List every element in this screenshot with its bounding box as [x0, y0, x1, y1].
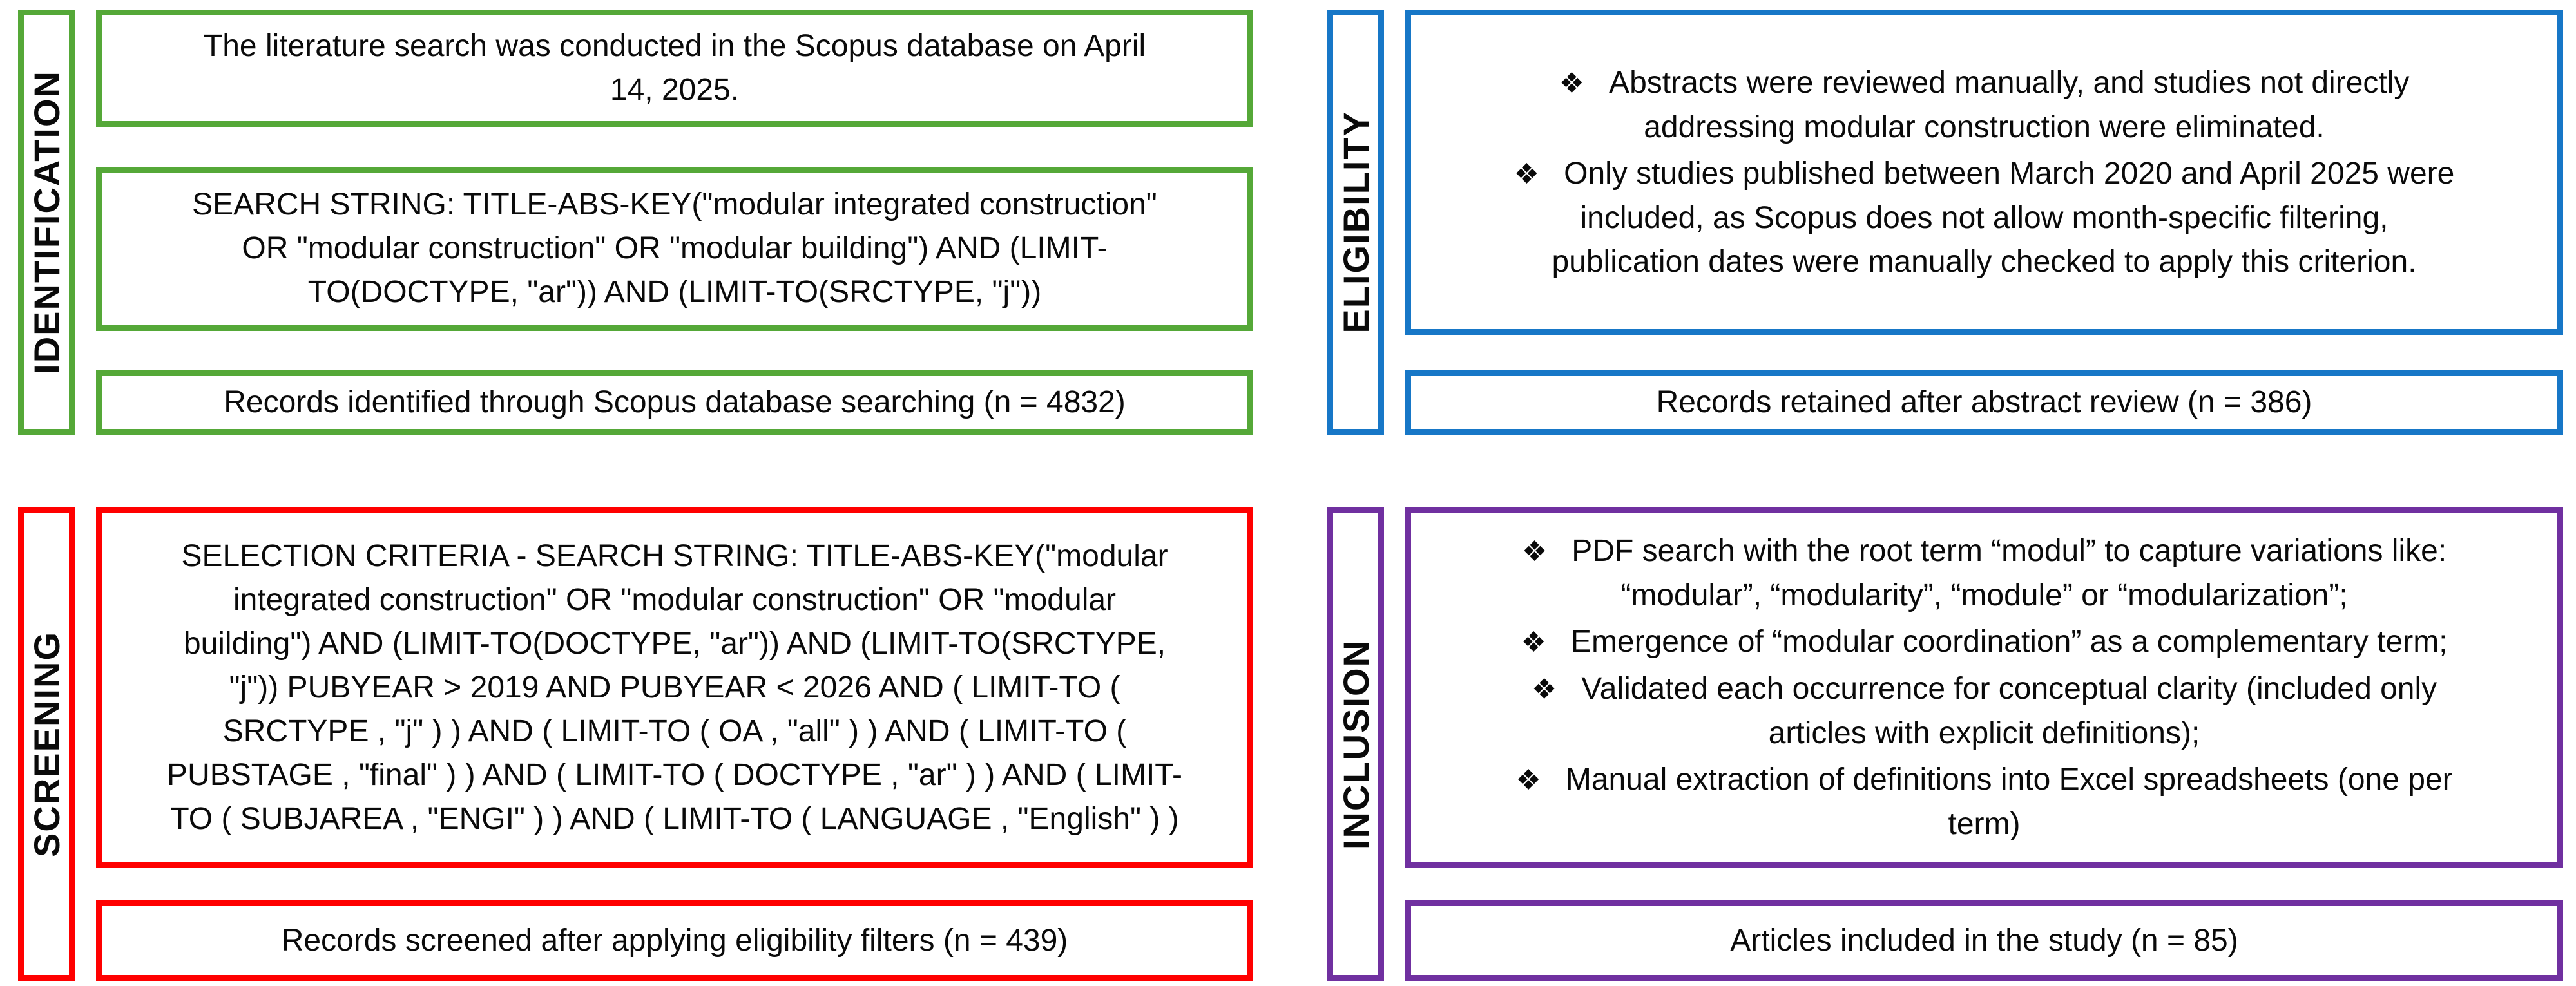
identification-section: IDENTIFICATION The literature search was…	[18, 10, 1253, 435]
inclusion-criterion-1: PDF search with the root term “modul” to…	[1572, 534, 2447, 612]
screening-label: SCREENING	[26, 631, 67, 857]
inclusion-content: ❖ PDF search with the root term “modul” t…	[1405, 507, 2563, 981]
screening-section: SCREENING SELECTION CRITERIA - SEARCH ST…	[18, 507, 1253, 981]
records-identified-text: Records identified through Scopus databa…	[224, 385, 1126, 419]
eligibility-criteria-list: ❖ Abstracts were reviewed manually, and s…	[1423, 59, 2546, 287]
inclusion-criterion-4: Manual extraction of definitions into Ex…	[1565, 763, 2453, 841]
screening-content: SELECTION CRITERIA - SEARCH STRING: TITL…	[96, 507, 1253, 981]
records-screened-text: Records screened after applying eligibil…	[281, 923, 1068, 958]
eligibility-label-box: ELIGIBILITY	[1327, 10, 1384, 435]
selection-criteria-text: SELECTION CRITERIA - SEARCH STRING: TITL…	[167, 539, 1182, 836]
list-item: ❖ Validated each occurrence for conceptua…	[1423, 667, 2546, 755]
eligibility-criterion-1: Abstracts were reviewed manually, and st…	[1609, 65, 2410, 144]
identification-search-string-text: SEARCH STRING: TITLE-ABS-KEY("modular in…	[192, 187, 1157, 309]
identification-label-box: IDENTIFICATION	[18, 10, 75, 435]
articles-included-box: Articles included in the study (n = 85)	[1405, 900, 2563, 981]
list-item: ❖ Emergence of “modular coordination” as …	[1423, 620, 2546, 665]
eligibility-content: ❖ Abstracts were reviewed manually, and s…	[1405, 10, 2563, 435]
screening-label-box: SCREENING	[18, 507, 75, 981]
list-item: ❖ Manual extraction of definitions into E…	[1423, 758, 2546, 846]
inclusion-criterion-2: Emergence of “modular coordination” as a…	[1570, 625, 2448, 659]
diamond-bullet-icon: ❖	[1559, 67, 1585, 99]
identification-search-string-box: SEARCH STRING: TITLE-ABS-KEY("modular in…	[96, 166, 1253, 331]
eligibility-criteria-box: ❖ Abstracts were reviewed manually, and s…	[1405, 10, 2563, 335]
list-item: ❖ Abstracts were reviewed manually, and s…	[1423, 61, 2546, 149]
diamond-bullet-icon: ❖	[1514, 158, 1540, 190]
inclusion-criterion-3: Validated each occurrence for conceptual…	[1581, 672, 2437, 750]
inclusion-section: INCLUSION ❖ PDF search with the root term…	[1327, 507, 2563, 981]
diamond-bullet-icon: ❖	[1531, 674, 1557, 705]
selection-criteria-box: SELECTION CRITERIA - SEARCH STRING: TITL…	[96, 507, 1253, 868]
records-retained-text: Records retained after abstract review (…	[1656, 385, 2312, 419]
records-screened-box: Records screened after applying eligibil…	[96, 900, 1253, 981]
identification-content: The literature search was conducted in t…	[96, 10, 1253, 435]
inclusion-label-box: INCLUSION	[1327, 507, 1384, 981]
diamond-bullet-icon: ❖	[1521, 627, 1546, 658]
inclusion-label: INCLUSION	[1335, 639, 1376, 849]
inclusion-criteria-box: ❖ PDF search with the root term “modul” t…	[1405, 507, 2563, 868]
literature-search-box: The literature search was conducted in t…	[96, 10, 1253, 127]
list-item: ❖ Only studies published between March 20…	[1423, 152, 2546, 284]
articles-included-text: Articles included in the study (n = 85)	[1730, 923, 2238, 958]
eligibility-section: ELIGIBILITY ❖ Abstracts were reviewed man…	[1327, 10, 2563, 435]
inclusion-criteria-list: ❖ PDF search with the root term “modul” t…	[1423, 527, 2546, 849]
eligibility-label: ELIGIBILITY	[1335, 111, 1376, 334]
diamond-bullet-icon: ❖	[1521, 536, 1548, 567]
diamond-bullet-icon: ❖	[1515, 764, 1541, 796]
identification-label: IDENTIFICATION	[26, 70, 67, 374]
literature-search-text: The literature search was conducted in t…	[203, 29, 1146, 107]
list-item: ❖ PDF search with the root term “modul” t…	[1423, 529, 2546, 618]
records-retained-box: Records retained after abstract review (…	[1405, 370, 2563, 435]
records-identified-box: Records identified through Scopus databa…	[96, 370, 1253, 435]
eligibility-criterion-2: Only studies published between March 202…	[1552, 156, 2455, 279]
